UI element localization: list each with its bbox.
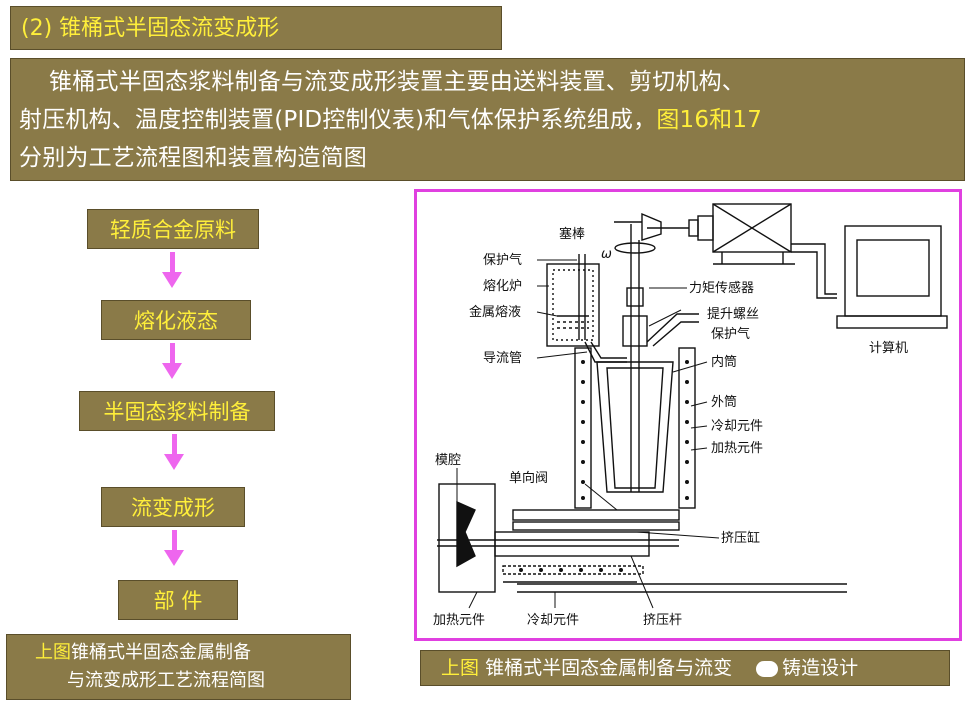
- label-computer: 计算机: [869, 341, 908, 356]
- watermark: 铸造设计: [756, 654, 858, 682]
- label-plug-rod: 塞棒: [559, 226, 585, 242]
- label-torque-sensor: 力矩传感器: [689, 280, 754, 296]
- label-check-valve: 单向阀: [509, 470, 548, 486]
- intro-line-3: 分别为工艺流程图和装置构造简图: [19, 145, 367, 171]
- label-cooling-bottom: 冷却元件: [527, 613, 579, 628]
- torque-sensor: [626, 287, 644, 307]
- flow-step-slurry-prep: 半固态浆料制备: [79, 391, 275, 431]
- flow-step-melting: 熔化液态: [101, 300, 251, 340]
- intro-line-1: 锥桶式半固态浆料制备与流变成形装置主要由送料装置、剪切机构、: [49, 69, 745, 95]
- label-extrusion-cylinder: 挤压缸: [721, 530, 760, 546]
- label-guide-tube: 导流管: [483, 351, 522, 366]
- heating-dots: [519, 360, 689, 572]
- label-heating-right: 加热元件: [711, 441, 763, 456]
- right-caption: 上图 锥桶式半固态金属制备与流变 铸造设计: [420, 650, 950, 686]
- label-cooling-right: 冷却元件: [711, 419, 763, 434]
- label-molten-metal: 金属熔液: [469, 304, 521, 320]
- label-inner-barrel: 内筒: [711, 354, 737, 370]
- apparatus-diagram: 塞棒 ω 保护气 熔化炉 金属熔液 导流管 力矩传感器 提升螺丝 保护气 内筒 …: [414, 189, 962, 641]
- label-omega: ω: [601, 247, 612, 262]
- intro-line-2: 射压机构、温度控制装置(PID控制仪表)和气体保护系统组成，图16和17: [19, 107, 763, 133]
- label-mold-cavity: 模腔: [435, 453, 461, 468]
- left-caption: 上图锥桶式半固态金属制备 与流变成形工艺流程简图: [6, 634, 351, 700]
- page-title: (2) 锥桶式半固态流变成形: [10, 6, 502, 50]
- outer-barrel-left: [574, 347, 592, 509]
- label-lift-screw: 提升螺丝: [707, 306, 759, 322]
- furnace: [546, 263, 600, 347]
- bevel-gear: [641, 212, 662, 241]
- apparatus-diagram-svg: 塞棒 ω 保护气 熔化炉 金属熔液 导流管 力矩传感器 提升螺丝 保护气 内筒 …: [433, 203, 948, 628]
- label-outer-barrel: 外筒: [711, 394, 737, 410]
- flow-step-rheo-forming: 流变成形: [101, 487, 245, 527]
- label-heating-bottom: 加热元件: [433, 613, 485, 628]
- inner-barrel: [596, 361, 674, 493]
- figure-reference: 图16和17: [656, 107, 763, 133]
- flow-step-raw-material: 轻质合金原料: [87, 209, 259, 249]
- intro-paragraph: 锥桶式半固态浆料制备与流变成形装置主要由送料装置、剪切机构、 射压机构、温度控制…: [10, 58, 965, 181]
- label-extrusion-rod: 挤压杆: [643, 613, 682, 628]
- wechat-icon: [756, 660, 779, 677]
- label-protect-gas-left: 保护气: [483, 252, 522, 268]
- page-title-text: (2) 锥桶式半固态流变成形: [21, 16, 280, 41]
- flow-step-part: 部 件: [118, 580, 238, 620]
- label-protect-gas-right: 保护气: [711, 326, 750, 342]
- label-furnace: 熔化炉: [483, 279, 522, 294]
